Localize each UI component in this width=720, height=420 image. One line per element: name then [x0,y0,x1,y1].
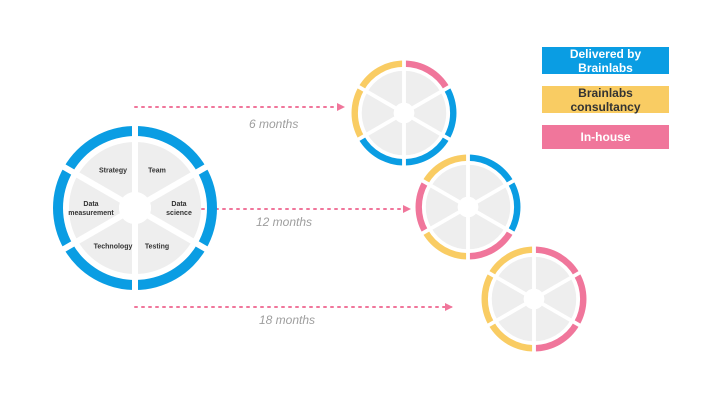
wheel-1-sector-1 [404,70,441,108]
wheel-2-ring-segment-5 [415,180,429,234]
wheel-1-sector-4 [367,118,404,156]
wheel-1-ring-segment-2 [443,86,457,140]
main-wheel-segment-label-4: Technology [94,244,133,251]
wheel-2-hub [457,196,479,218]
wheel-2-divider-3 [475,209,517,236]
wheel-3-ring-segment-1 [534,246,580,276]
wheel-3-divider-2 [541,270,583,297]
wheel-1-ring-segment-1 [404,60,450,90]
legend-consultancy-label: Brainlabs consultancy [570,85,641,114]
legend-brainlabs-label: Delivered by Brainlabs [569,46,642,75]
duration-label-18-months: 18 months [259,313,315,327]
main-wheel-divider-6 [60,163,124,204]
wheel-1-sector-5 [361,91,396,135]
wheel-3-ring-segment-5 [481,272,495,326]
wheel-1-divider-5 [355,115,397,142]
wheel-1-hub [393,102,415,124]
legend-brainlabs: Delivered by Brainlabs [542,46,669,75]
wheel-1-divider-2 [411,84,453,111]
wheel-18-months [481,244,587,354]
main-wheel-divider-2 [146,163,210,204]
main-wheel-sector-2 [148,175,201,241]
main-wheel-sector-1 [135,142,193,200]
wheel-3-sector-6 [497,256,534,294]
wheel-2-ring-segment-4 [422,230,468,260]
wheel-3-ring-segment-6 [488,246,534,276]
duration-label-12-months: 12 months [256,215,312,229]
wheel-2-ring-segment-1 [468,154,514,184]
wheel-1-ring-segment-6 [358,60,404,90]
main-wheel-hub [119,192,151,224]
main-wheel-ring-segment-1 [135,126,207,172]
wheel-3-hub [523,288,545,310]
wheel-3-divider-5 [485,301,527,328]
main-wheel-ring-segment-6 [63,126,135,172]
main-wheel-segment-label-6: Strategy [99,167,127,174]
legend-inhouse-label: In-house [580,130,631,144]
wheel-1-sector-6 [367,70,404,108]
main-wheel-divider-3 [146,212,210,253]
wheel-2-ring-segment-2 [507,180,521,234]
main-wheel-sector-6 [77,142,135,200]
wheel-3-sector-5 [491,277,526,321]
wheel-3-ring-segment-4 [488,322,534,352]
main-wheel-ring-segment-3 [135,244,207,290]
wheel-2-sector-4 [431,212,468,250]
wheel-1-ring-segment-5 [351,86,365,140]
wheel-12-months [415,152,521,262]
wheel-3-ring-segment-3 [534,322,580,352]
wheel-3-sector-2 [542,277,577,321]
wheel-1-ring-segment-3 [404,136,450,166]
wheel-1-sector-2 [412,91,447,135]
wheel-2-sector-5 [425,185,460,229]
wheel-2-sector-3 [468,212,505,250]
wheel-2-ring-segment-6 [422,154,468,184]
wheel-2-divider-2 [475,178,517,205]
wheel-2-sector-2 [476,185,511,229]
wheel-1-sector-3 [404,118,441,156]
main-wheel-ring-segment-5 [52,167,73,249]
wheel-2-divider-6 [419,178,461,205]
wheel-3-divider-3 [541,301,583,328]
main-wheel-ring-segment-4 [63,244,135,290]
main-wheel-sector-4 [77,216,135,274]
main-wheel-segment-label-3: Testing [145,244,169,251]
wheel-2-divider-5 [419,209,461,236]
wheel-2-sector-1 [468,164,505,202]
main-wheel-ring-segment-2 [197,167,217,249]
wheel-6-months [351,58,457,168]
wheel-3-sector-4 [497,304,534,342]
legend-consultancy: Brainlabs consultancy [542,85,669,114]
main-wheel-segment-label-1: Team [148,167,166,174]
wheel-3-sector-1 [534,256,571,294]
wheel-1-divider-3 [411,115,453,142]
main-wheel-sector-5 [69,175,122,241]
wheel-1-divider-6 [355,84,397,111]
main-wheel-divider-5 [60,212,124,253]
legend-inhouse: In-house [542,125,669,149]
main-wheel-sector-3 [135,216,193,274]
wheel-3-divider-6 [485,270,527,297]
wheel-3-ring-segment-2 [573,272,587,326]
wheel-2-ring-segment-3 [468,230,514,260]
wheel-2-sector-6 [431,164,468,202]
duration-label-6-months: 6 months [249,117,298,131]
wheel-3-sector-3 [534,304,571,342]
wheel-1-ring-segment-4 [358,136,404,166]
